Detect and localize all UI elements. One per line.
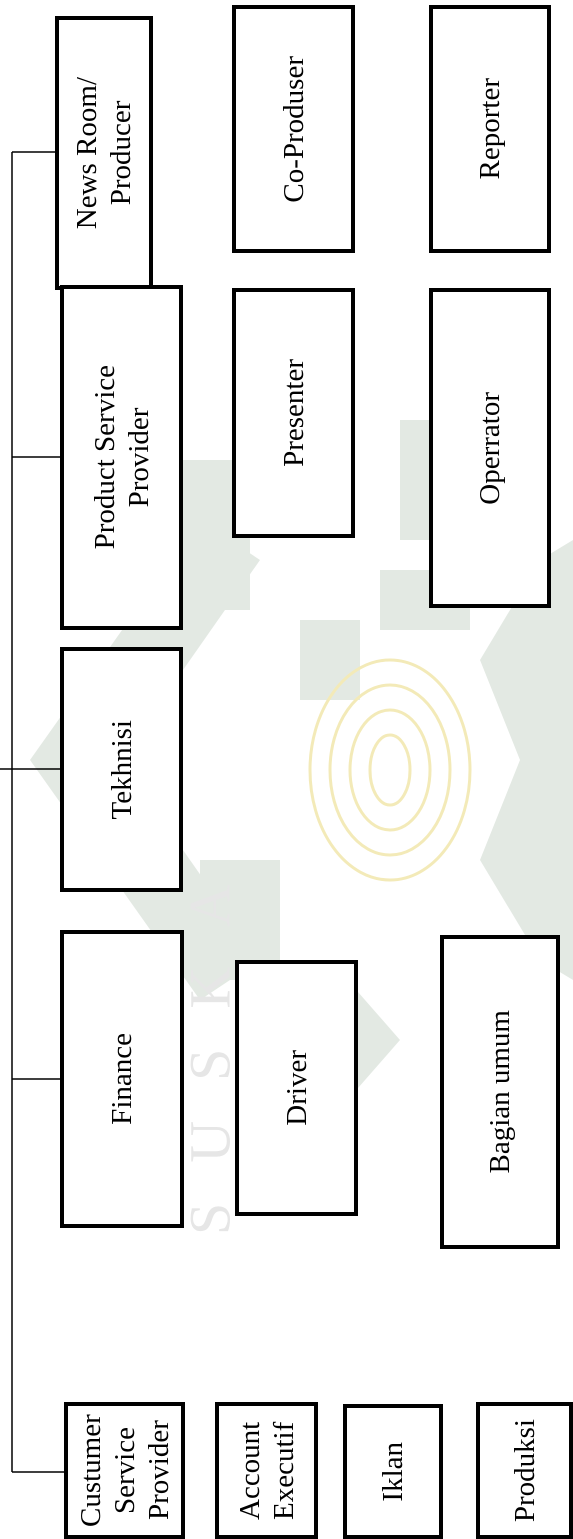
- node-customer-service-provider: Custumer Service Provider: [64, 1402, 185, 1539]
- node-reporter-label: Reporter: [473, 78, 507, 179]
- node-reporter: Reporter: [429, 5, 551, 253]
- node-account-executif: Account Executif: [215, 1402, 318, 1539]
- customer-service-line2: Provider: [142, 1406, 176, 1535]
- node-presenter: Presenter: [232, 288, 355, 538]
- news-room-line1: News Room/: [70, 77, 104, 229]
- node-news-room-producer-label: News Room/ Producer: [70, 77, 138, 229]
- node-operrator: Operrator: [429, 288, 551, 608]
- node-operrator-label: Operrator: [473, 392, 507, 505]
- node-produksi: Produksi: [476, 1402, 573, 1539]
- node-co-produser: Co-Produser: [232, 5, 355, 253]
- node-finance: Finance: [60, 930, 184, 1228]
- node-produksi-label: Produksi: [508, 1419, 542, 1522]
- node-driver: Driver: [235, 960, 358, 1216]
- node-finance-label: Finance: [105, 1033, 139, 1125]
- node-driver-label: Driver: [280, 1050, 314, 1126]
- node-product-service-provider-label: Product Service Provider: [88, 365, 156, 549]
- product-service-line1: Product Service: [88, 365, 122, 549]
- node-product-service-provider: Product Service Provider: [60, 285, 183, 630]
- customer-service-line1: Custumer Service: [74, 1406, 142, 1535]
- node-account-executif-label: Account Executif: [233, 1406, 301, 1535]
- product-service-line2: Provider: [122, 365, 156, 549]
- node-tekhnisi: Tekhnisi: [60, 647, 183, 892]
- node-bagian-umum-label: Bagian umum: [483, 1010, 517, 1174]
- news-room-line2: Producer: [104, 77, 138, 229]
- node-iklan-label: Iklan: [376, 1442, 410, 1502]
- node-co-produser-label: Co-Produser: [277, 56, 311, 203]
- node-bagian-umum: Bagian umum: [440, 935, 560, 1249]
- node-news-room-producer: News Room/ Producer: [55, 16, 153, 290]
- node-tekhnisi-label: Tekhnisi: [105, 720, 139, 819]
- node-presenter-label: Presenter: [277, 359, 311, 467]
- node-iklan: Iklan: [343, 1404, 443, 1539]
- node-customer-service-provider-label: Custumer Service Provider: [74, 1406, 176, 1535]
